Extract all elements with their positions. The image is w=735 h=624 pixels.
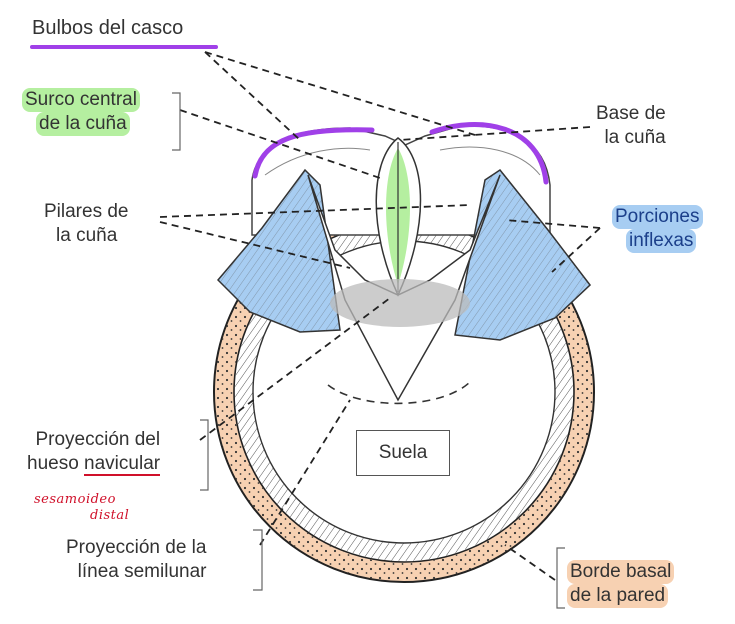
label-suela-text: Suela <box>378 442 428 463</box>
label-base-line2: la cuña <box>604 127 666 148</box>
label-porciones-inflexas: Porciones inflexas <box>612 205 703 253</box>
leader-lines <box>159 51 601 581</box>
label-pilares-line1: Pilares de <box>44 201 129 222</box>
label-base-cuna: Base de la cuña <box>596 102 666 150</box>
label-semilunar-line1: Proyección de la <box>66 537 207 558</box>
label-bulbos-text: Bulbos del casco <box>32 17 184 39</box>
bulb-marker-left <box>252 127 375 179</box>
label-semilunar-line2: línea semilunar <box>77 561 207 582</box>
label-semilunar: Proyección de la línea semilunar <box>66 536 206 584</box>
label-navicular: Proyección del hueso navicular <box>27 428 161 476</box>
frog <box>307 137 501 402</box>
navicular-projection <box>330 279 470 327</box>
handwritten-line1: sesamoideo <box>34 492 116 507</box>
semilunar-line <box>327 381 471 405</box>
label-porciones-line2: inflexas <box>626 229 697 253</box>
label-surco-central: Surco central de la cuña <box>22 88 140 136</box>
label-surco-line2: de la cuña <box>36 112 130 136</box>
label-navicular-line2a: hueso <box>27 453 85 474</box>
handwritten-line2: distal <box>90 508 130 523</box>
label-pilares-line2: la cuña <box>56 225 118 246</box>
label-navicular-line1: Proyección del <box>35 429 161 450</box>
label-base-line1: Base de <box>596 103 666 124</box>
label-brackets <box>172 92 565 609</box>
label-suela: Suela <box>356 430 450 476</box>
label-navicular-line2b: navicular <box>84 453 161 476</box>
label-porciones-line1: Porciones <box>612 205 703 229</box>
label-borde-line1: Borde basal <box>567 560 675 584</box>
handwritten-note: sesamoideo distal <box>34 492 129 524</box>
label-borde-line2: de la pared <box>567 584 669 608</box>
label-bulbos: Bulbos del casco <box>32 16 183 40</box>
label-surco-line1: Surco central <box>22 88 140 112</box>
label-pilares: Pilares de la cuña <box>44 200 129 248</box>
label-borde-basal: Borde basal de la pared <box>567 560 675 608</box>
